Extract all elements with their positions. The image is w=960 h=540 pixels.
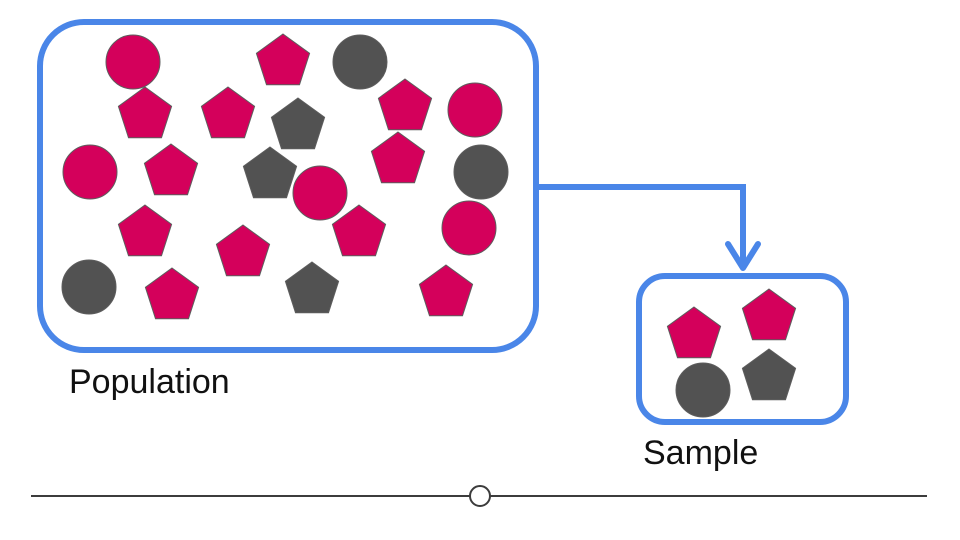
gray-pentagon-icon [242, 146, 298, 199]
magenta-pentagon-icon [143, 143, 199, 196]
magenta-pentagon-icon [117, 86, 173, 139]
sample-label: Sample [643, 434, 759, 472]
magenta-pentagon-icon [418, 264, 474, 317]
gray-circle-icon [675, 362, 731, 418]
magenta-pentagon-icon [331, 204, 387, 257]
magenta-pentagon-icon [255, 33, 311, 86]
sample-box [636, 273, 849, 425]
arrowhead-icon [725, 241, 761, 271]
magenta-circle-icon [62, 144, 118, 200]
magenta-circle-icon [292, 165, 348, 221]
circle-handle-icon [469, 485, 491, 507]
sample-shapes [666, 288, 797, 418]
gray-pentagon-icon [741, 348, 797, 401]
gray-circle-icon [61, 259, 117, 315]
magenta-pentagon-icon [666, 306, 722, 359]
population-shapes [61, 33, 509, 320]
magenta-circle-icon [447, 82, 503, 138]
magenta-pentagon-icon [741, 288, 797, 341]
magenta-pentagon-icon [215, 224, 271, 277]
magenta-circle-icon [441, 200, 497, 256]
gray-circle-icon [453, 144, 509, 200]
population-label: Population [69, 363, 230, 401]
magenta-pentagon-icon [117, 204, 173, 257]
magenta-pentagon-icon [377, 78, 433, 131]
magenta-circle-icon [105, 34, 161, 90]
magenta-pentagon-icon [200, 86, 256, 139]
magenta-pentagon-icon [370, 131, 426, 184]
sampling-arrow [536, 184, 746, 268]
gray-pentagon-icon [270, 97, 326, 150]
magenta-pentagon-icon [144, 267, 200, 320]
gray-pentagon-icon [284, 261, 340, 314]
gray-circle-icon [332, 34, 388, 90]
